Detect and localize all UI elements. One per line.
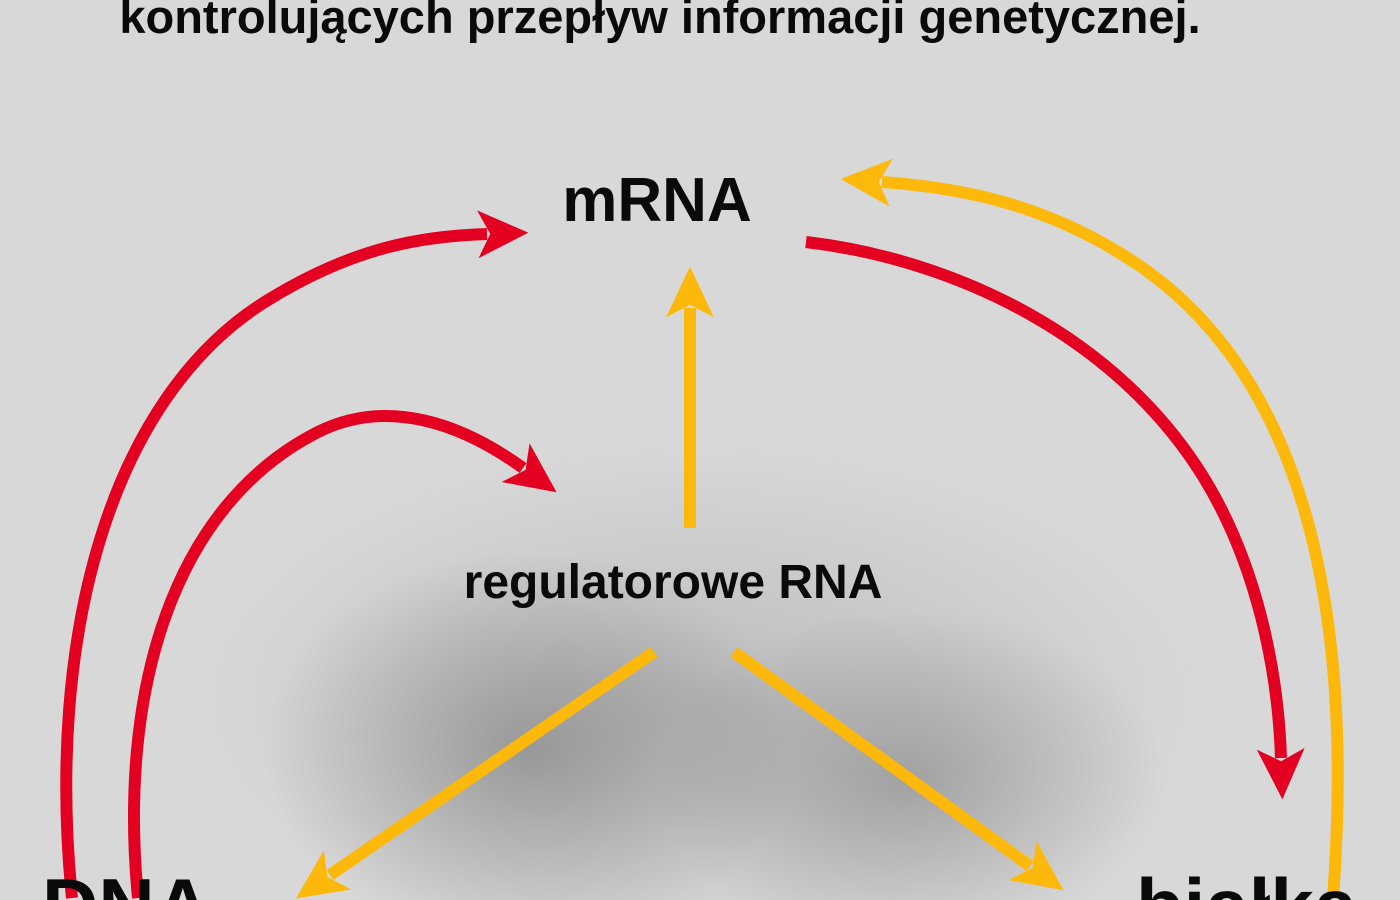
arrow-regulatory-rna-to-dna	[295, 647, 658, 899]
arrow-mrna-to-protein	[805, 236, 1305, 800]
arrow-protein-to-mrna	[840, 158, 1344, 899]
arrow-dna-to-regulatory-rna	[128, 409, 557, 899]
node-label-mrna: mRNA	[562, 166, 752, 235]
arrow-regulatory-rna-to-protein	[730, 647, 1064, 891]
node-label-regulatory-rna: regulatorowe RNA	[463, 556, 883, 609]
title-text: kontrolujących przepływ informacji genet…	[119, 0, 1201, 43]
arrow-dna-to-mrna	[60, 210, 529, 899]
node-label-dna: DNA	[42, 865, 211, 900]
node-label-protein: białka	[1136, 865, 1357, 900]
